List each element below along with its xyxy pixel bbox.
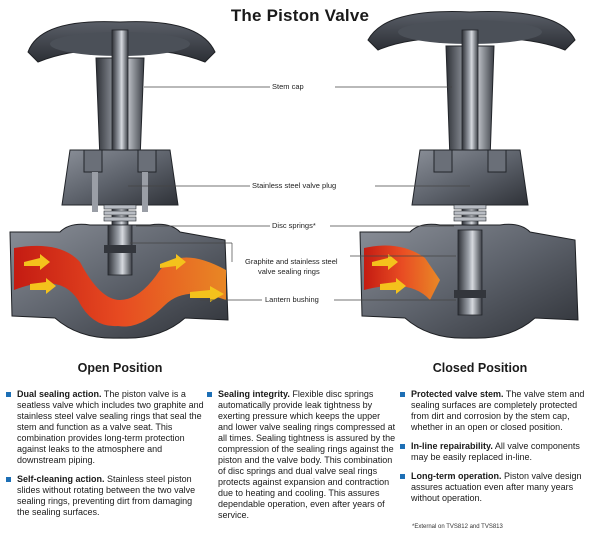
feature-text: All valve components may be easily repla… <box>411 441 580 462</box>
feature-bullet: Long-term operation. Piston valve design… <box>400 471 595 504</box>
feature-text: Stainless steel piston slides without ro… <box>17 474 196 517</box>
feature-title: Long-term operation. <box>411 471 502 481</box>
open-position-title: Open Position <box>77 361 163 375</box>
bullet-square-icon <box>6 477 11 482</box>
diagram-title: The Piston Valve <box>230 6 370 25</box>
open-valve <box>9 21 229 339</box>
piston-valve-illustration <box>9 11 579 339</box>
stem-cap-label: Stem cap <box>272 82 304 91</box>
callout-leaders <box>128 86 470 301</box>
bullet-square-icon <box>207 392 212 397</box>
valve-plug-label: Stainless steel valve plug <box>252 181 337 190</box>
lantern-bushing-label: Lantern bushing <box>265 295 319 304</box>
feature-bullet: Protected valve stem. The valve stem and… <box>400 389 595 433</box>
bullet-square-icon <box>400 474 405 479</box>
features-column-3: Protected valve stem. The valve stem and… <box>400 389 595 512</box>
features-column-1: Dual sealing action. The piston valve is… <box>6 389 204 526</box>
sealing-rings-label-line1: Graphite and stainless steel <box>245 257 338 266</box>
closed-position-title: Closed Position <box>432 361 528 375</box>
feature-text: The valve stem and sealing surfaces are … <box>411 389 585 432</box>
feature-bullet: Self-cleaning action. Stainless steel pi… <box>6 474 204 518</box>
bullet-square-icon <box>6 392 11 397</box>
feature-bullet: In-line repairability. All valve compone… <box>400 441 595 463</box>
feature-title: Protected valve stem. <box>411 389 504 399</box>
footnote: *External on TVS812 and TVS813 <box>412 524 503 530</box>
bullet-square-icon <box>400 444 405 449</box>
feature-text: Piston valve design assures actuation ev… <box>411 471 582 503</box>
feature-title: Sealing integrity. <box>218 389 290 399</box>
feature-title: Self-cleaning action. <box>17 474 105 484</box>
features-column-2: Sealing integrity. Flexible disc springs… <box>207 389 397 529</box>
closed-valve <box>359 11 579 339</box>
feature-bullet: Dual sealing action. The piston valve is… <box>6 389 204 466</box>
feature-title: In-line repairability. <box>411 441 493 451</box>
feature-text: Flexible disc springs automatically prov… <box>218 389 396 520</box>
feature-text: The piston valve is a seatless valve whi… <box>17 389 204 465</box>
sealing-rings-label-line2: valve sealing rings <box>258 267 320 276</box>
disc-springs-label: Disc springs* <box>272 221 316 230</box>
feature-title: Dual sealing action. <box>17 389 102 399</box>
bullet-square-icon <box>400 392 405 397</box>
feature-bullet: Sealing integrity. Flexible disc springs… <box>207 389 397 521</box>
